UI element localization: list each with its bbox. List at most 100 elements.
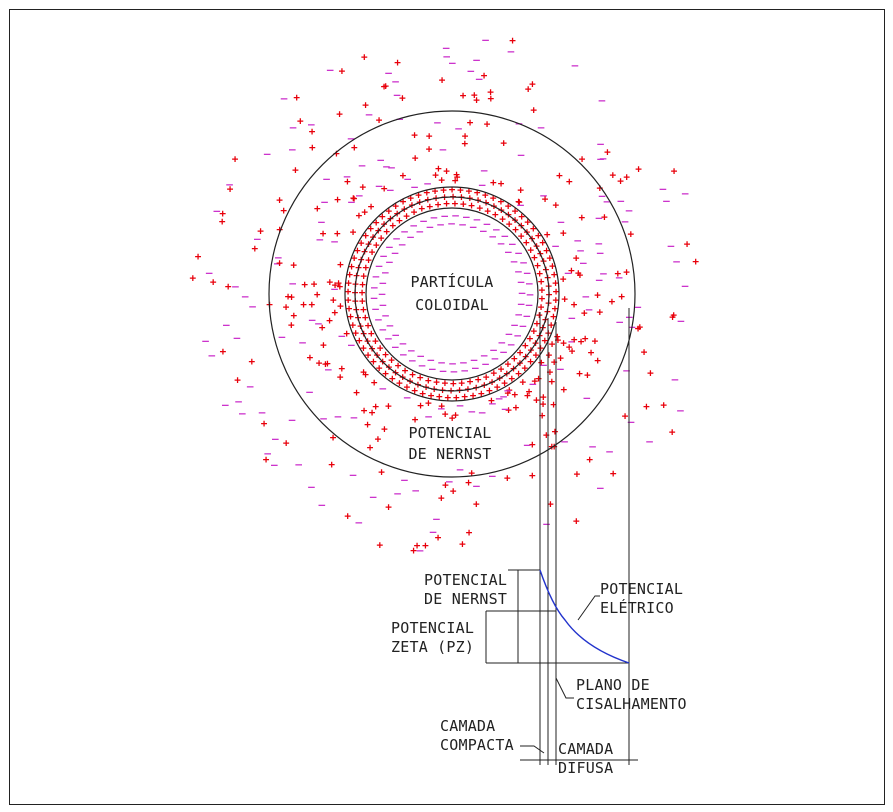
- negative-charge: –: [424, 177, 431, 190]
- positive-charge: +: [468, 199, 475, 212]
- positive-charge: +: [410, 544, 417, 557]
- positive-charge: +: [536, 267, 543, 280]
- positive-charge: +: [332, 278, 339, 291]
- positive-charge: +: [359, 295, 366, 308]
- diffuse-layer-label-line1: CAMADA: [558, 740, 613, 758]
- positive-charge: +: [280, 204, 287, 217]
- negative-charge: –: [471, 353, 478, 366]
- positive-charge: +: [328, 458, 335, 471]
- positive-charge: +: [333, 147, 340, 160]
- positive-charge: +: [494, 381, 501, 394]
- positive-charge: +: [551, 440, 558, 453]
- negative-charge: –: [416, 225, 423, 238]
- negative-charge: –: [399, 238, 406, 251]
- negative-charge: –: [289, 143, 296, 156]
- positive-charge: +: [364, 418, 371, 431]
- positive-charge: +: [385, 204, 392, 217]
- negative-charge: –: [663, 194, 670, 207]
- negative-charge: –: [511, 255, 518, 268]
- positive-charge: +: [553, 285, 560, 298]
- negative-charge: –: [379, 382, 386, 395]
- negative-charge: –: [677, 404, 684, 417]
- positive-charge: +: [360, 342, 367, 355]
- negative-charge: –: [401, 474, 408, 487]
- negative-charge: –: [249, 300, 256, 313]
- positive-charge: +: [356, 209, 363, 222]
- negative-charge: –: [673, 255, 680, 268]
- positive-charge: +: [594, 289, 601, 302]
- positive-charge: +: [549, 260, 556, 273]
- positive-charge: +: [376, 539, 383, 552]
- positive-charge: +: [506, 218, 513, 231]
- negative-charge: –: [380, 298, 387, 311]
- negative-charge: –: [623, 364, 630, 377]
- positive-charge: +: [351, 252, 358, 265]
- positive-charge: +: [435, 531, 442, 544]
- negative-charge: –: [427, 354, 434, 367]
- negative-charge: –: [235, 395, 242, 408]
- negative-charge: –: [443, 50, 450, 63]
- negative-charge: –: [348, 196, 355, 209]
- positive-charge: +: [257, 224, 264, 237]
- positive-charge: +: [527, 243, 534, 256]
- negative-charge: –: [596, 273, 603, 286]
- positive-charge: +: [385, 400, 392, 413]
- positive-charge: +: [552, 276, 559, 289]
- negative-charge: –: [583, 391, 590, 404]
- positive-charge: +: [474, 186, 481, 199]
- positive-charge: +: [449, 412, 456, 425]
- shear-plane-leader: [555, 677, 574, 699]
- negative-charge: –: [561, 435, 568, 448]
- positive-charge: +: [509, 34, 516, 47]
- positive-charge: +: [466, 526, 473, 539]
- positive-charge: +: [362, 368, 369, 381]
- positive-charge: +: [412, 152, 419, 165]
- positive-charge: +: [362, 261, 369, 274]
- positive-charge: +: [345, 277, 352, 290]
- positive-charge: +: [500, 136, 507, 149]
- negative-charge: –: [504, 384, 511, 397]
- positive-charge: +: [461, 390, 468, 403]
- negative-charge: –: [527, 288, 534, 301]
- negative-charge: –: [409, 354, 416, 367]
- positive-charge: +: [498, 195, 505, 208]
- negative-charge: –: [376, 180, 383, 193]
- positive-charge: +: [232, 153, 239, 166]
- negative-charge: –: [479, 178, 486, 191]
- positive-charge: +: [361, 404, 368, 417]
- positive-charge: +: [560, 337, 567, 350]
- positive-charge: +: [411, 205, 418, 218]
- negative-charge: –: [506, 328, 513, 341]
- negative-charge: –: [408, 344, 415, 357]
- positive-charge: +: [490, 367, 497, 380]
- positive-charge: +: [309, 141, 316, 154]
- positive-charge: +: [435, 198, 442, 211]
- positive-charge: +: [533, 394, 540, 407]
- positive-charge: +: [438, 400, 445, 413]
- negative-charge: –: [520, 320, 527, 333]
- positive-charge: +: [627, 228, 634, 241]
- positive-charge: +: [343, 327, 350, 340]
- positive-charge: +: [359, 278, 366, 291]
- negative-charge: –: [496, 392, 503, 405]
- negative-charge: –: [682, 279, 689, 292]
- positive-charge: +: [484, 117, 491, 130]
- positive-charge: +: [335, 277, 342, 290]
- positive-charge: +: [395, 359, 402, 372]
- negative-charge: –: [242, 290, 249, 303]
- positive-charge: +: [403, 209, 410, 222]
- positive-charge: +: [290, 309, 297, 322]
- negative-charge: –: [385, 66, 392, 79]
- negative-charge: –: [309, 314, 316, 327]
- negative-charge: –: [459, 218, 466, 231]
- positive-charge: +: [551, 268, 558, 281]
- particle-label-line1: PARTÍCULA: [410, 272, 493, 291]
- positive-charge: +: [320, 339, 327, 352]
- negative-charge: –: [515, 308, 522, 321]
- positive-charge: +: [550, 398, 557, 411]
- negative-charge: –: [467, 64, 474, 77]
- positive-charge: +: [334, 193, 341, 206]
- positive-charge: +: [377, 341, 384, 354]
- positive-charge: +: [414, 539, 421, 552]
